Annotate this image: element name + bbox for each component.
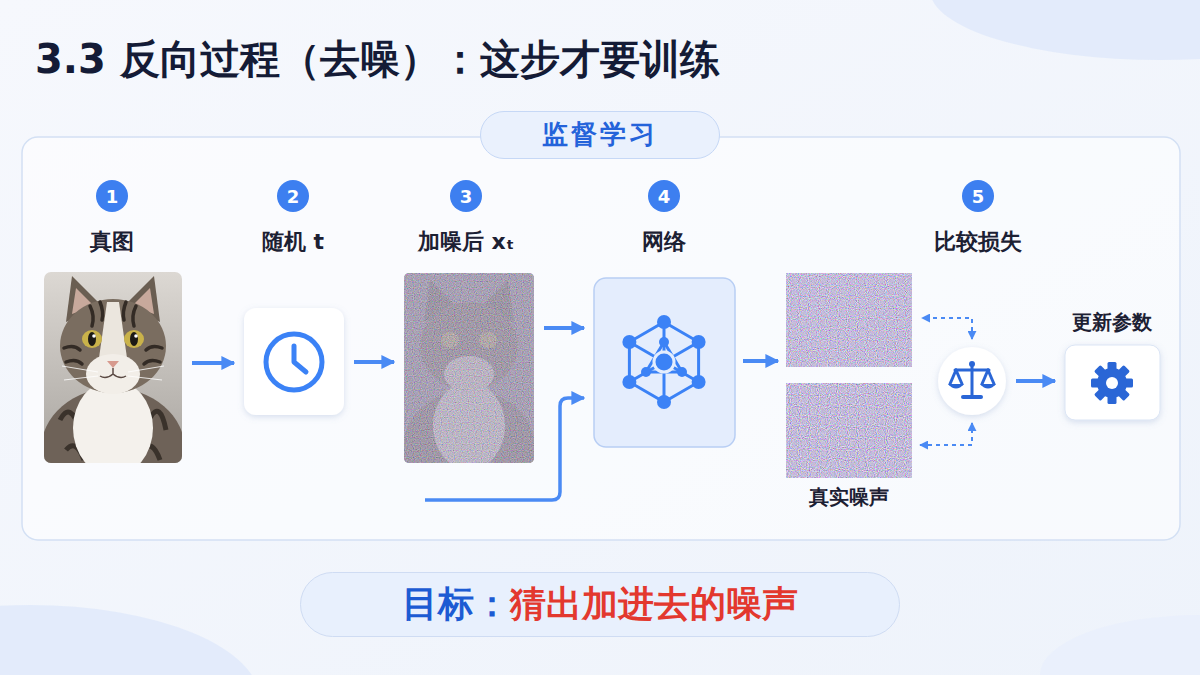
step-label: 加噪后 xₜ [418,227,514,257]
predicted-noise-image [786,273,912,367]
network-card [594,278,735,447]
box-caption: 更新参数 [1072,309,1152,336]
timestep-box: 随机 t [244,308,344,415]
clock-card-part [244,308,344,415]
flow-arrow [1016,379,1055,383]
gear-card-part-part [1097,368,1127,398]
network-card-part-part [622,375,636,389]
scale-symbol-part-part [950,370,956,384]
callout-number: 4 [648,180,680,212]
network-card-part-part [657,395,671,409]
cat-photo-part [130,332,138,346]
scale-symbol-part [938,347,1006,415]
scale-symbol-part-part [988,370,994,384]
true-noise-image: 真实噪声 [786,383,912,478]
panel-frame [22,137,1180,540]
timestep-input-wire [425,398,584,500]
gear-card-part [1065,345,1160,420]
network-card-part-part [629,322,698,402]
network-card-part-part [622,335,636,349]
noisy-cat-image [404,273,534,463]
goal-pill: 目标：猜出加进去的噪声 [300,572,900,637]
flow-arrow [544,326,584,330]
flow-arrow [354,360,394,364]
prediction-arrow [743,359,778,363]
network-card-part-part [657,315,671,329]
scale-symbol-part [969,361,975,367]
dashed-arrow [920,423,972,445]
clock-card-part [266,334,322,390]
gear-card-part [1091,362,1133,404]
scale-symbol-part-part [982,370,988,384]
cat-photo-part [107,361,119,368]
cat-photo-part [134,334,138,338]
cat-photo-part [82,330,102,348]
supervised-panel: 监督学习真图随机 t加噪后 xₜ网络真实噪声比较损失更新参数 [22,137,1180,540]
image-caption: 真实噪声 [809,484,889,511]
network-card-part-part [677,367,687,377]
background-part [1040,615,1200,675]
scale-symbol [938,347,1006,415]
scale-symbol-part-part [956,370,962,384]
step-label: 比较损失 [934,227,1022,257]
background-part [0,605,260,675]
scale-symbol-part [980,384,996,389]
loss-compare: 比较损失 [938,347,1006,415]
gear-card-part-part [1106,377,1118,389]
noisy-cat-image-part [404,273,534,463]
callout-number: 5 [962,180,994,212]
goal-text: 猜出加进去的噪声 [510,580,798,629]
clock-card-part [294,346,306,372]
update-box: 更新参数 [1065,345,1160,420]
cat-photo-part [88,332,96,346]
cat-photo-part [100,368,126,378]
network-card-part-part [641,367,651,377]
cat-photo-part [99,302,127,358]
network-card-part-part [692,335,706,349]
network-card-part-part [659,337,669,347]
step-label: 网络 [642,227,686,257]
background-part [930,0,1200,60]
cat-photo-part [62,366,164,380]
predicted-noise-image-part [786,273,912,367]
network-card-part [629,322,698,402]
noisy-cat-image-part [404,273,534,463]
network-card-part-part [629,342,698,382]
flow-arrow [192,361,234,365]
scale-symbol-part [948,384,964,389]
network-card-part-part [692,375,706,389]
scale-symbol-part-part [955,369,989,372]
network-card-part [594,278,735,447]
compare-dashed-wire [922,318,972,339]
network-card-part [654,352,674,372]
panel-header: 监督学习 [480,111,720,159]
cat-photo-part [60,299,166,393]
network-box: 网络 [594,278,735,447]
network-card-part-part [629,342,698,382]
title: 3.3 反向过程（去噪）：这步才要训练 [35,32,720,87]
step-label: 真图 [90,227,134,257]
scale-symbol-part [950,366,994,396]
true-noise-image-part [786,383,912,478]
callout-number: 2 [277,180,309,212]
network-card-part [622,315,705,409]
cat-photo [44,272,182,463]
clock-card [244,308,344,415]
callout-number: 3 [450,180,482,212]
cat-photo-part [92,334,96,338]
callout-number: 1 [96,180,128,212]
cat-photo-part [124,330,144,348]
step-label: 随机 t [262,227,324,257]
noisy-image: 加噪后 xₜ [404,273,534,463]
gear-card [1065,345,1160,420]
real-image: 真图 [44,272,182,463]
scale-symbol-part [961,395,983,399]
goal-label: 目标： [402,580,510,629]
true-noise-image [786,383,912,478]
cat-photo-part [86,354,140,394]
